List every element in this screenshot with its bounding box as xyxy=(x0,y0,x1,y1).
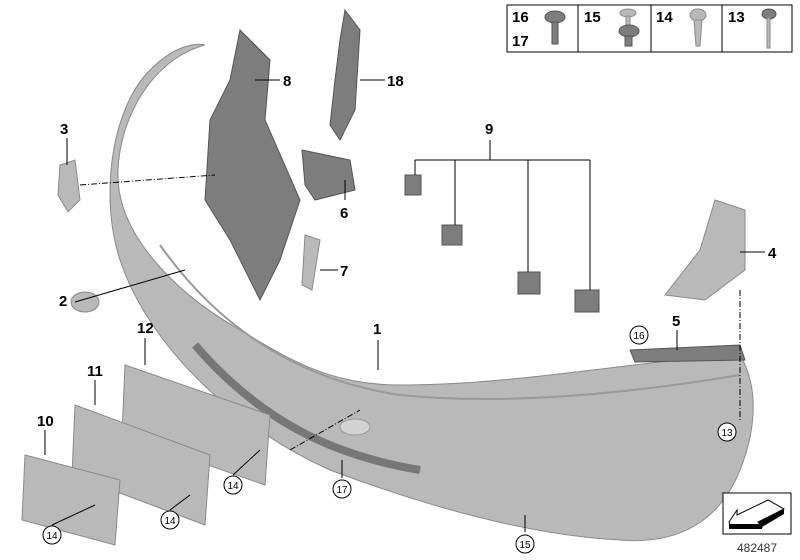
callout-12: 12 xyxy=(137,320,154,337)
circled-callout-17: 17 xyxy=(332,479,352,499)
sheet-metal-screw-icon xyxy=(689,8,707,47)
bracket-18 xyxy=(329,8,361,141)
bracket-4 xyxy=(664,199,746,301)
license-plate-base-10 xyxy=(21,454,121,546)
callout-10: 10 xyxy=(37,413,54,430)
callout-9: 9 xyxy=(485,121,493,138)
flange-nut-icon xyxy=(544,10,566,45)
callout-18: 18 xyxy=(387,73,404,90)
license-plate-base-12 xyxy=(121,364,271,486)
circled-callout-14: 14 xyxy=(42,525,62,545)
callout-1: 1 xyxy=(373,321,381,338)
legend-label-16: 16 xyxy=(512,9,529,26)
bracket-5 xyxy=(629,344,746,363)
circled-callout-16: 16 xyxy=(629,325,649,345)
bracket-7 xyxy=(301,234,321,291)
legend-label-13: 13 xyxy=(728,9,745,26)
expanding-rivet-icon xyxy=(618,8,640,47)
document-number: 482487 xyxy=(737,541,777,555)
callout-3: 3 xyxy=(60,121,68,138)
bumper-trim-panel xyxy=(109,43,754,542)
svg-text:15: 15 xyxy=(519,540,531,551)
fastener-legend: 16 17 15 14 13 xyxy=(506,4,793,53)
svg-text:14: 14 xyxy=(227,481,239,492)
legend-label-14: 14 xyxy=(656,9,673,26)
sensor-holders-9 xyxy=(404,174,600,313)
callout-2: 2 xyxy=(59,293,67,310)
front-direction-arrow-icon xyxy=(722,492,792,535)
legend-label-15: 15 xyxy=(584,9,601,26)
bracket-6 xyxy=(301,149,356,201)
svg-text:13: 13 xyxy=(721,428,733,439)
callout-7: 7 xyxy=(340,263,348,280)
collar-screw-icon xyxy=(761,8,777,49)
callout-4: 4 xyxy=(768,245,777,262)
svg-text:14: 14 xyxy=(46,531,58,542)
leader-lines xyxy=(44,79,765,532)
svg-text:17: 17 xyxy=(336,485,348,496)
tow-hook-cover-3 xyxy=(57,159,81,213)
legend-label-17: 17 xyxy=(512,33,529,50)
circled-callout-15: 15 xyxy=(515,534,535,554)
license-plate-base-11 xyxy=(71,404,211,526)
circled-callout-13: 13 xyxy=(717,422,737,442)
callout-6: 6 xyxy=(340,205,348,222)
circled-callout-14: 14 xyxy=(223,475,243,495)
circled-callout-14: 14 xyxy=(160,510,180,530)
svg-text:16: 16 xyxy=(633,331,645,342)
callout-5: 5 xyxy=(672,313,680,330)
bumper-carrier xyxy=(204,28,301,302)
svg-text:14: 14 xyxy=(164,516,176,527)
callout-8: 8 xyxy=(283,73,291,90)
callout-11: 11 xyxy=(87,363,103,380)
